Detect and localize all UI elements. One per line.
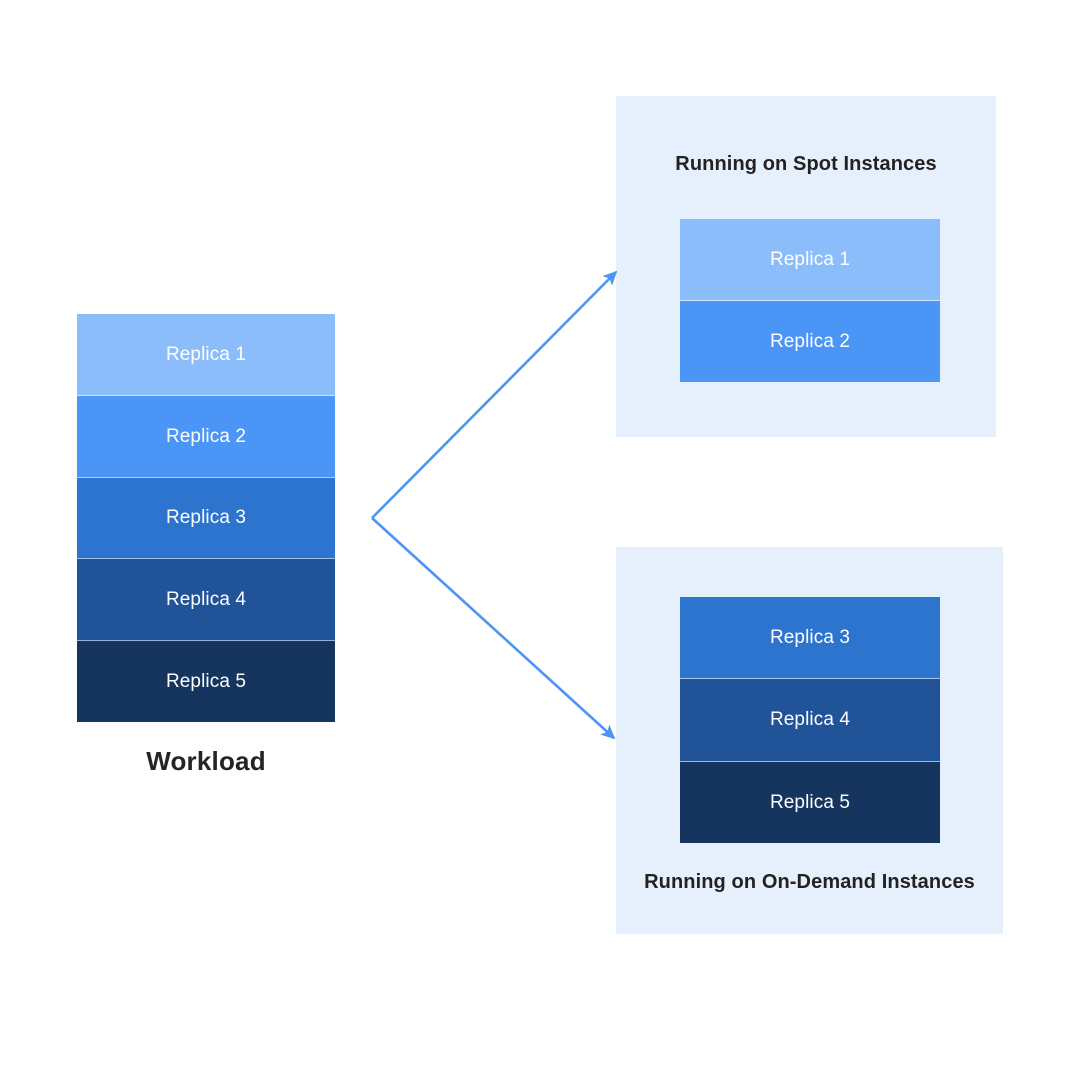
spot-panel-title: Running on Spot Instances [675,153,937,175]
workload-replica-1: Replica 1 [77,314,335,396]
workload-group: Replica 1 Replica 2 Replica 3 Replica 4 … [77,314,335,776]
on-demand-replica-stack: Replica 3 Replica 4 Replica 5 [680,597,940,843]
workload-replica-5: Replica 5 [77,641,335,722]
on-demand-replica-4: Replica 4 [680,679,940,762]
spot-replica-1: Replica 1 [680,219,940,301]
arrow-to-on-demand-icon [371,517,616,740]
on-demand-replica-5: Replica 5 [680,761,940,843]
on-demand-instances-panel: Replica 3 Replica 4 Replica 5 Running on… [616,547,1003,934]
spot-replica-2-label: Replica 2 [769,331,851,352]
workload-replica-5-label: Replica 5 [165,671,247,693]
workload-replica-3-label: Replica 3 [165,507,247,529]
spot-replica-2: Replica 2 [680,301,940,382]
workload-replica-2-label: Replica 2 [165,425,247,447]
spot-replica-stack: Replica 1 Replica 2 [680,219,940,382]
workload-replica-1-label: Replica 1 [165,343,247,365]
workload-replica-4-label: Replica 4 [165,589,247,611]
workload-caption: Workload [146,746,266,776]
spot-instances-panel: Running on Spot Instances Replica 1 Repl… [616,96,996,437]
on-demand-replica-3-label: Replica 3 [769,627,851,649]
workload-stack: Replica 1 Replica 2 Replica 3 Replica 4 … [77,314,335,722]
on-demand-replica-3: Replica 3 [680,597,940,680]
workload-replica-4: Replica 4 [77,559,335,642]
workload-replica-2: Replica 2 [77,395,335,478]
spot-replica-1-label: Replica 1 [769,249,851,270]
on-demand-replica-5-label: Replica 5 [769,791,851,813]
on-demand-panel-title: Running on On-Demand Instances [644,871,975,893]
workload-replica-3: Replica 3 [77,477,335,560]
on-demand-replica-4-label: Replica 4 [769,709,851,731]
arrow-to-spot-icon [371,270,618,519]
